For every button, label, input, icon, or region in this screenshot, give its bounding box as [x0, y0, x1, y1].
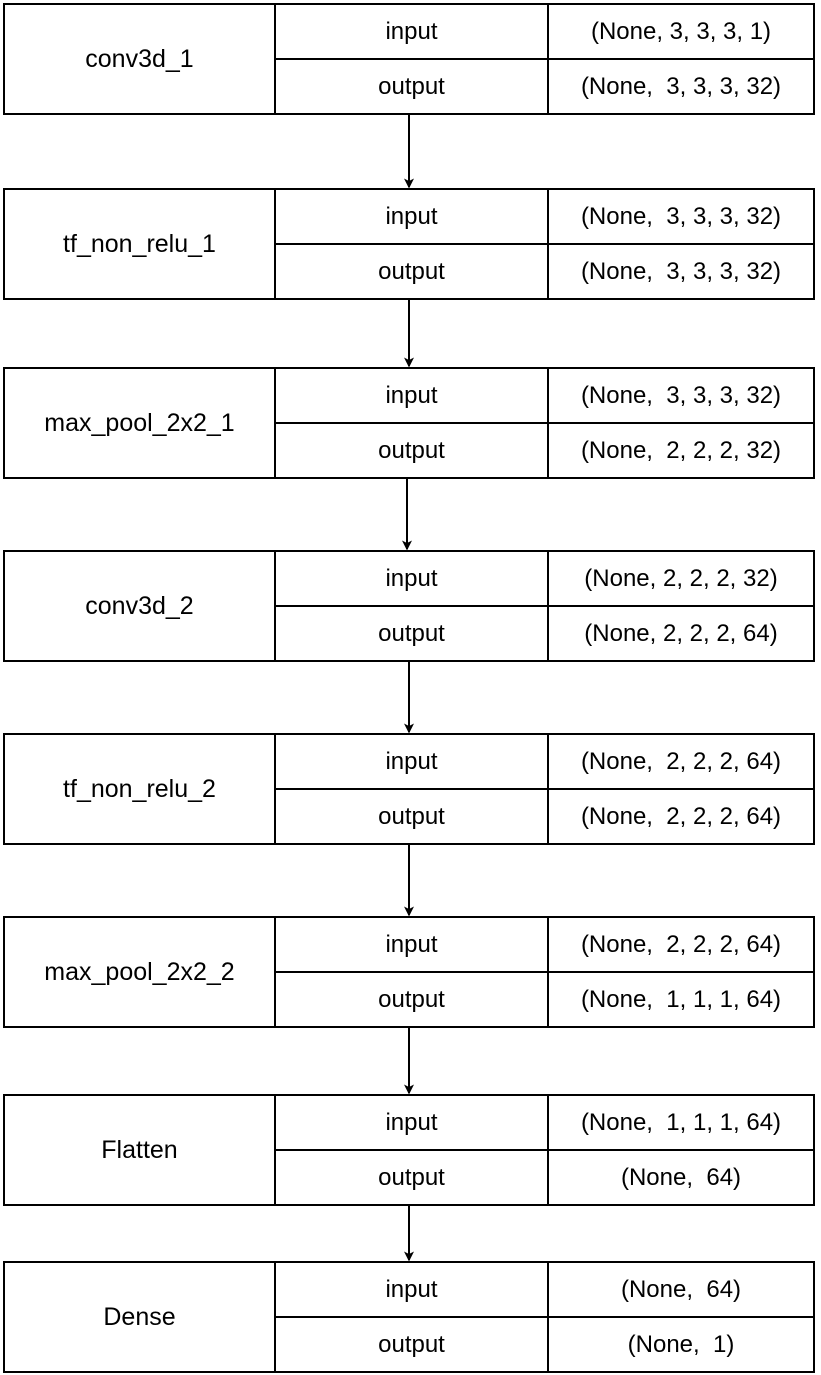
- input-label: input: [276, 918, 547, 973]
- output-shape: (None, 2, 2, 2, 64): [580, 802, 782, 830]
- input-shape: (None, 2, 2, 2, 64): [549, 918, 813, 973]
- shape-column: (None, 2, 2, 2, 64) (None, 2, 2, 2, 64): [549, 735, 813, 843]
- io-label-column: input output: [276, 369, 549, 477]
- input-label: input: [276, 552, 547, 607]
- output-label: output: [378, 619, 445, 647]
- io-label-column: input output: [276, 1263, 549, 1371]
- input-label: input: [276, 190, 547, 245]
- output-shape: (None, 2, 2, 2, 64): [584, 619, 778, 647]
- shape-column: (None, 3, 3, 3, 32) (None, 3, 3, 3, 32): [549, 190, 813, 298]
- io-label-column: input output: [276, 918, 549, 1026]
- input-shape: (None, 64): [549, 1263, 813, 1318]
- input-shape: (None, 2, 2, 2, 64): [549, 735, 813, 790]
- layer-block-max-pool-2x2-1: max_pool_2x2_1 input output (None, 3, 3,…: [3, 367, 815, 479]
- layer-block-max-pool-2x2-2: max_pool_2x2_2 input output (None, 2, 2,…: [3, 916, 815, 1028]
- layer-block-tf-non-relu-1: tf_non_relu_1 input output (None, 3, 3, …: [3, 188, 815, 300]
- input-shape: (None, 3, 3, 3, 1): [549, 5, 813, 60]
- input-label: input: [276, 5, 547, 60]
- layer-name: max_pool_2x2_1: [5, 369, 276, 477]
- output-label: output: [378, 72, 445, 100]
- input-shape: (None, 3, 3, 3, 32): [549, 369, 813, 424]
- input-shape: (None, 3, 3, 3, 32): [549, 190, 813, 245]
- io-label-column: input output: [276, 552, 549, 660]
- output-shape: (None, 1): [627, 1330, 735, 1358]
- input-shape: (None, 2, 2, 2, 32): [549, 552, 813, 607]
- layer-block-flatten: Flatten input output (None, 1, 1, 1, 64)…: [3, 1094, 815, 1206]
- layer-name: Dense: [5, 1263, 276, 1371]
- layer-name: tf_non_relu_1: [5, 190, 276, 298]
- input-label: input: [276, 1263, 547, 1318]
- input-label: input: [276, 1096, 547, 1151]
- output-shape: (None, 3, 3, 3, 32): [580, 257, 782, 285]
- output-label: output: [378, 802, 445, 830]
- output-shape: (None, 1, 1, 1, 64): [580, 985, 782, 1013]
- shape-column: (None, 64) (None, 1): [549, 1263, 813, 1371]
- shape-column: (None, 2, 2, 2, 64) (None, 1, 1, 1, 64): [549, 918, 813, 1026]
- output-label: output: [378, 257, 445, 285]
- output-label: output: [378, 436, 445, 464]
- layer-block-tf-non-relu-2: tf_non_relu_2 input output (None, 2, 2, …: [3, 733, 815, 845]
- output-shape: (None, 64): [620, 1163, 742, 1191]
- layer-block-conv3d-1: conv3d_1 input output (None, 3, 3, 3, 1)…: [3, 3, 815, 115]
- output-label: output: [378, 1163, 445, 1191]
- io-label-column: input output: [276, 190, 549, 298]
- shape-column: (None, 3, 3, 3, 1) (None, 3, 3, 3, 32): [549, 5, 813, 113]
- output-label: output: [378, 985, 445, 1013]
- output-shape: (None, 3, 3, 3, 32): [580, 72, 782, 100]
- io-label-column: input output: [276, 5, 549, 113]
- input-label: input: [276, 735, 547, 790]
- input-label: input: [276, 369, 547, 424]
- layer-block-conv3d-2: conv3d_2 input output (None, 2, 2, 2, 32…: [3, 550, 815, 662]
- shape-column: (None, 3, 3, 3, 32) (None, 2, 2, 2, 32): [549, 369, 813, 477]
- shape-column: (None, 1, 1, 1, 64) (None, 64): [549, 1096, 813, 1204]
- layer-block-dense: Dense input output (None, 64) (None, 1): [3, 1261, 815, 1373]
- io-label-column: input output: [276, 1096, 549, 1204]
- layer-name: max_pool_2x2_2: [5, 918, 276, 1026]
- output-shape: (None, 2, 2, 2, 32): [580, 436, 782, 464]
- layer-name: conv3d_1: [5, 5, 276, 113]
- io-label-column: input output: [276, 735, 549, 843]
- layer-name: conv3d_2: [5, 552, 276, 660]
- layer-name: Flatten: [5, 1096, 276, 1204]
- input-shape: (None, 1, 1, 1, 64): [549, 1096, 813, 1151]
- shape-column: (None, 2, 2, 2, 32) (None, 2, 2, 2, 64): [549, 552, 813, 660]
- layer-name: tf_non_relu_2: [5, 735, 276, 843]
- output-label: output: [378, 1330, 445, 1358]
